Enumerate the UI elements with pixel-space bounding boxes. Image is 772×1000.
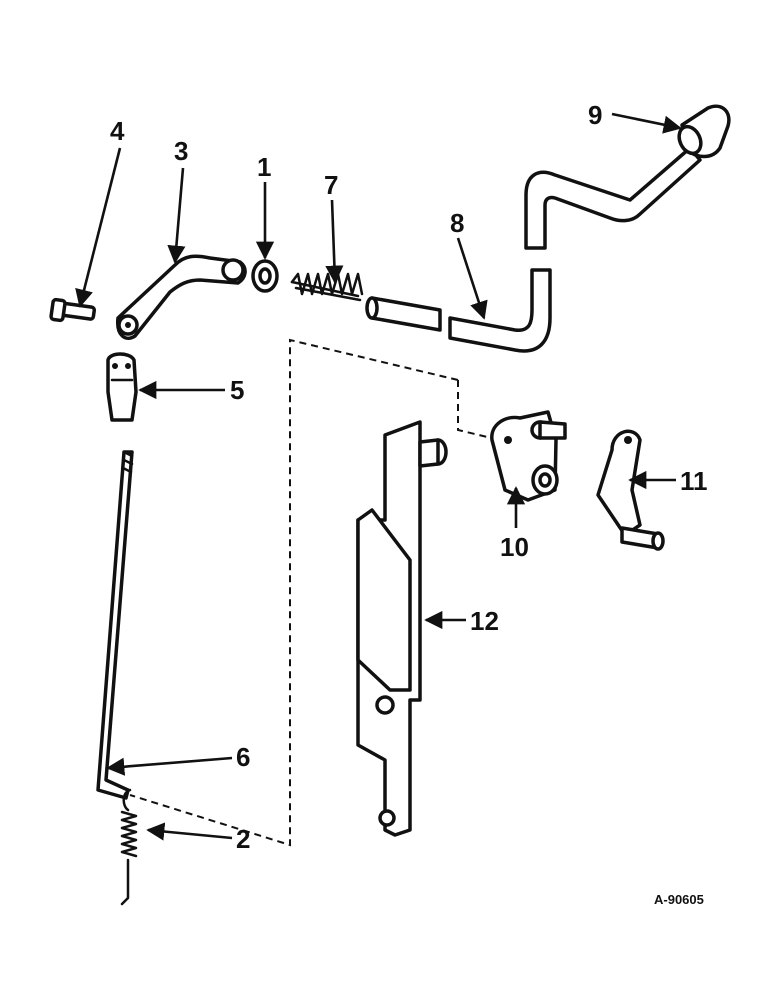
part-9-knob [677, 104, 731, 159]
callout-6: 6 [236, 742, 250, 772]
callout-9: 9 [588, 100, 602, 130]
part-6-rod [96, 450, 134, 800]
callout-12: 12 [470, 606, 499, 636]
callout-10: 10 [500, 532, 529, 562]
callout-1: 1 [257, 152, 271, 182]
part-8-crank-shaft [365, 146, 702, 353]
part-5-clevis [106, 352, 138, 422]
callout-labels: 1 2 3 4 5 6 7 8 9 10 11 12 [110, 100, 708, 854]
part-1-washer [251, 259, 279, 293]
callout-8: 8 [450, 208, 464, 238]
part-3-lever-arm [116, 254, 247, 340]
callout-5: 5 [230, 375, 244, 405]
callout-2: 2 [236, 824, 250, 854]
part-7-spring [290, 272, 364, 302]
leader-lines [75, 112, 682, 841]
assembly-guide-line [129, 338, 501, 847]
callout-4: 4 [110, 116, 125, 146]
callout-3: 3 [174, 136, 188, 166]
callout-11: 11 [680, 466, 708, 496]
figure-id: A-90605 [654, 892, 704, 907]
part-12-plate [356, 420, 448, 837]
part-11-arm [596, 429, 665, 551]
part-4-bolt [49, 297, 97, 323]
callout-7: 7 [324, 170, 338, 200]
part-2-spring [120, 788, 138, 906]
part-10-bracket [490, 410, 567, 502]
